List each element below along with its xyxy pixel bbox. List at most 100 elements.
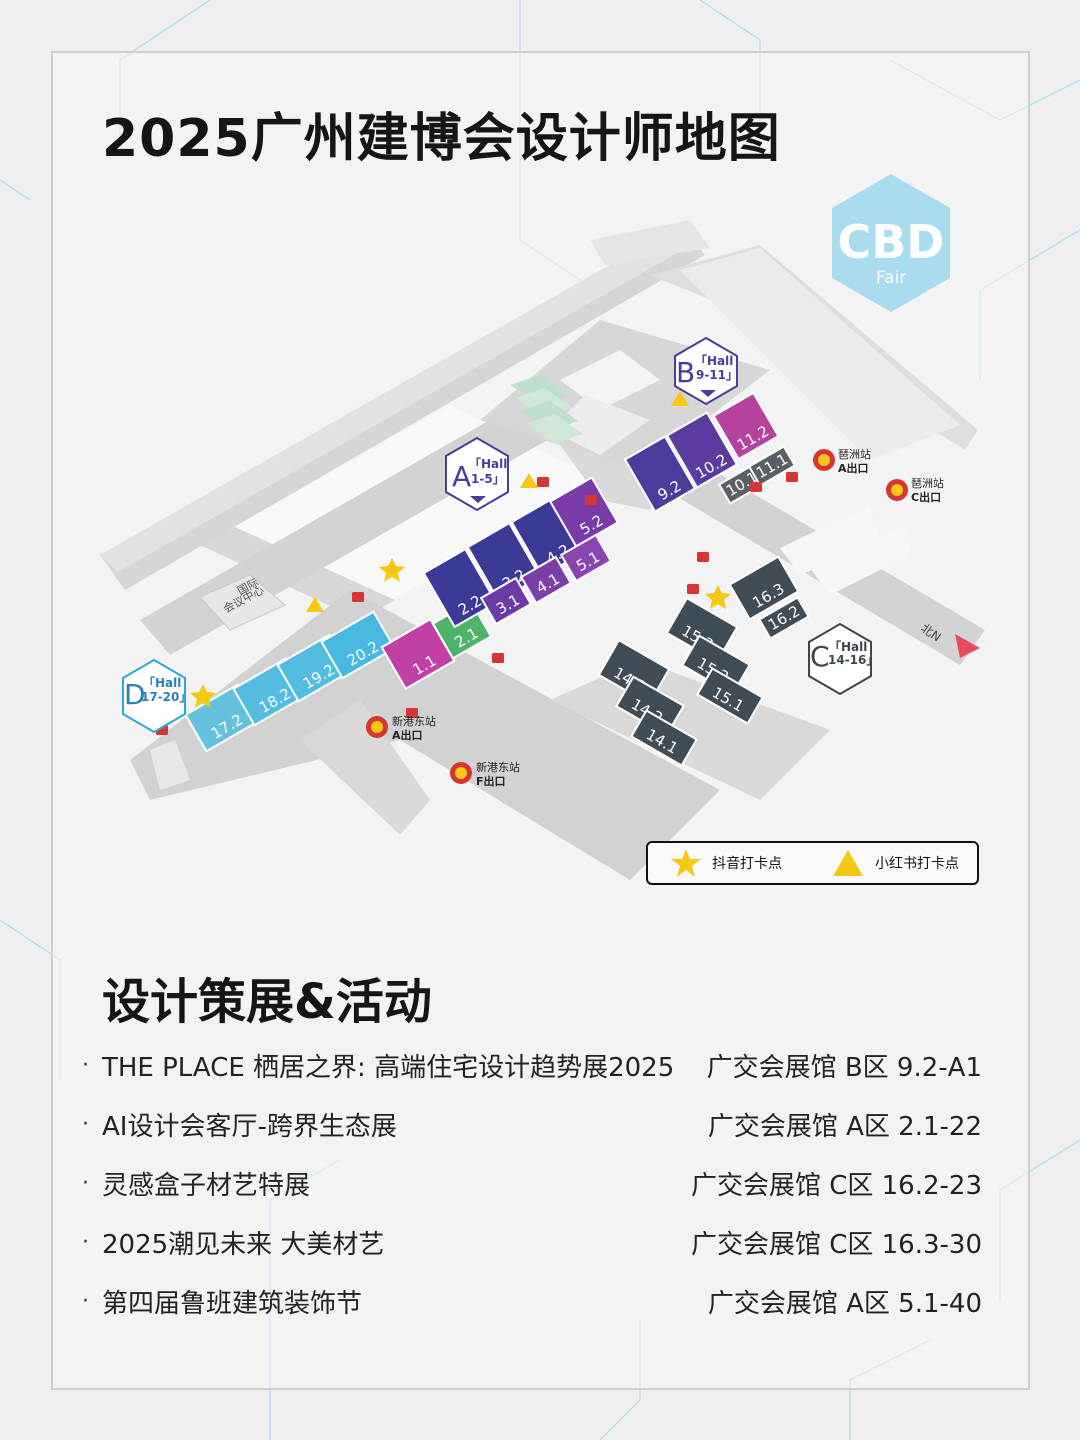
event-name: 灵感盒子材艺特展 (102, 1171, 311, 1201)
page-title: 2025广州建博会设计师地图 (102, 109, 781, 169)
ticket-icon (687, 584, 699, 594)
ticket-icon (492, 653, 504, 663)
event-location: 广交会展馆 C区 16.3-30 (690, 1230, 982, 1260)
event-row[interactable]: · 第四届鲁班建筑装饰节 广交会展馆 A区 5.1-40 (82, 1272, 982, 1331)
douyin-checkpoint-1 (379, 558, 405, 582)
ticket-icon (750, 482, 762, 492)
legend-douyin-label: 抖音打卡点 (712, 856, 782, 872)
svg-text:D: D (124, 678, 146, 711)
events-title: 设计策展&活动 (102, 974, 432, 1030)
svg-text:14-16」: 14-16」 (828, 653, 878, 667)
hall-shape (630, 709, 698, 767)
ticket-icon (406, 708, 418, 718)
svg-text:新港东站: 新港东站 (476, 760, 520, 774)
legend-xiaohongshu: 小红书打卡点 (831, 843, 959, 883)
metro-station-xingangdong-a: 新港东站 A出口 (366, 714, 436, 742)
hall-shape (479, 576, 533, 626)
hall-shape (747, 445, 797, 487)
svg-text:「Hall: 「Hall (469, 456, 507, 471)
hall-1-1[interactable]: 1.1 (380, 617, 456, 691)
svg-text:C出口: C出口 (911, 490, 941, 504)
bullet: · (82, 1112, 89, 1137)
svg-text:B: B (676, 356, 695, 389)
svg-text:F出口: F出口 (476, 774, 506, 788)
event-row[interactable]: · 灵感盒子材艺特展 广交会展馆 C区 16.2-23 (82, 1154, 982, 1213)
bullet: · (82, 1053, 89, 1078)
event-row[interactable]: · AI设计会客厅-跨界生态展 广交会展馆 A区 2.1-22 (82, 1095, 982, 1154)
svg-text:9-11」: 9-11」 (696, 368, 738, 382)
svg-text:「Hall: 「Hall (143, 675, 181, 690)
svg-text:C: C (810, 640, 830, 673)
svg-text:「Hall: 「Hall (829, 639, 867, 654)
hall-shape (519, 555, 573, 605)
hall-2-2[interactable]: 2.2 (422, 547, 498, 629)
cbd-logo: CBD Fair (832, 174, 950, 312)
event-location: 广交会展馆 A区 2.1-22 (707, 1112, 982, 1142)
hall-16-3[interactable]: 16.3 (728, 555, 800, 621)
cbd-logo-hexagon (832, 174, 950, 312)
map-ground (100, 220, 985, 880)
hall-shape (696, 667, 764, 725)
event-row[interactable]: · THE PLACE 栖居之界: 高端住宅设计趋势展2025 广交会展馆 B区… (82, 1036, 982, 1095)
zone-badge-a[interactable]: A 「Hall 1-5」 (445, 436, 509, 512)
hall-shape (728, 555, 800, 621)
legend-xiaohongshu-label: 小红书打卡点 (875, 856, 959, 872)
hall-shape (422, 547, 498, 629)
star-icon (671, 849, 701, 877)
svg-text:1-5」: 1-5」 (471, 472, 505, 486)
hall-5-2[interactable]: 5.2 (548, 476, 620, 548)
metro-station-xingangdong-f: 新港东站 F出口 (450, 760, 520, 788)
svg-text:「Hall: 「Hall (695, 353, 733, 368)
triangle-icon (833, 850, 863, 876)
svg-text:A出口: A出口 (392, 728, 423, 742)
svg-text:A: A (452, 460, 471, 493)
ticket-icon (786, 472, 798, 482)
events-list: · THE PLACE 栖居之界: 高端住宅设计趋势展2025 广交会展馆 B区… (82, 1036, 982, 1331)
zone-badge-c[interactable]: C 「Hall 14-16」 (808, 622, 878, 696)
hall-shape (559, 533, 613, 583)
green-stairs (510, 375, 583, 444)
hall-shape (320, 610, 396, 680)
cbd-logo-subtext: Fair (876, 268, 906, 288)
event-name: AI设计会客厅-跨界生态展 (102, 1112, 397, 1142)
checkpoints (190, 391, 731, 708)
metro-station-pazhou-a: 琶洲站 A出口 (813, 447, 871, 475)
event-row[interactable]: · 2025潮见未来 大美材艺 广交会展馆 C区 16.3-30 (82, 1213, 982, 1272)
hall-shape (758, 596, 810, 640)
ticket-icon (585, 495, 597, 505)
ticket-icon (352, 592, 364, 602)
svg-text:新港东站: 新港东站 (392, 714, 436, 728)
svg-text:17-20」: 17-20」 (141, 690, 191, 704)
zone-badge-d[interactable]: D 「Hall 17-20」 (122, 658, 191, 734)
hall-shape (548, 476, 620, 548)
xhs-checkpoint-1 (306, 597, 324, 612)
legend-douyin: 抖音打卡点 (670, 843, 782, 883)
svg-text:A出口: A出口 (838, 461, 869, 475)
hall-3-1[interactable]: 3.1 (479, 576, 533, 626)
event-name: 2025潮见未来 大美材艺 (102, 1230, 385, 1260)
event-location: 广交会展馆 B区 9.2-A1 (706, 1053, 982, 1083)
bullet: · (82, 1171, 89, 1196)
hall-16-2[interactable]: 16.2 (758, 596, 810, 640)
ticket-icons (156, 472, 798, 735)
hall-shape (665, 411, 739, 489)
metro-station-pazhou-c: 琶洲站 C出口 (886, 476, 944, 504)
event-name: THE PLACE 栖居之界: 高端住宅设计趋势展2025 (102, 1053, 675, 1083)
xhs-checkpoint-3 (671, 391, 689, 406)
event-name: 第四届鲁班建筑装饰节 (102, 1289, 363, 1319)
hall-shape (712, 391, 780, 461)
event-location: 广交会展馆 C区 16.2-23 (690, 1171, 982, 1201)
hall-shape (623, 435, 697, 513)
xhs-checkpoint-2 (520, 473, 538, 488)
hall-15-1[interactable]: 15.1 (696, 667, 764, 725)
douyin-checkpoint-2 (190, 684, 216, 708)
zone-badge-b[interactable]: B 「Hall 9-11」 (674, 336, 738, 406)
hall-5-1[interactable]: 5.1 (559, 533, 613, 583)
bullet: · (82, 1230, 89, 1255)
douyin-checkpoint-3 (705, 585, 731, 609)
north-arrow-icon (955, 634, 980, 658)
map-legend: 抖音打卡点 小红书打卡点 (646, 841, 979, 885)
bullet: · (82, 1289, 89, 1314)
cbd-logo-text: CBD (837, 215, 944, 269)
